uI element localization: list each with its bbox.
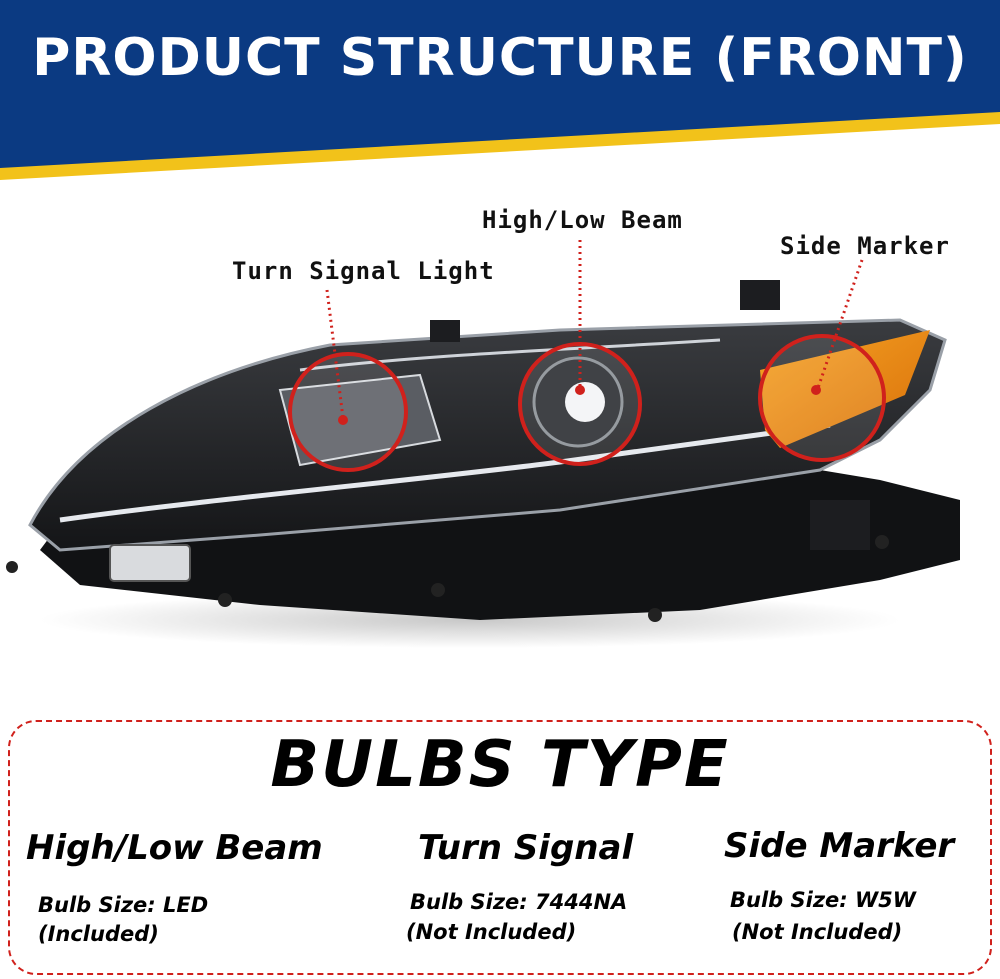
bulbs-type-title: BULBS TYPE xyxy=(270,728,730,802)
bulbs-type-panel xyxy=(8,720,992,975)
bulb-high-low-beam-title: High/Low Beam xyxy=(26,828,323,868)
callout-high-low-beam: High/Low Beam xyxy=(482,206,683,234)
bulb-side-marker-size: Bulb Size: W5W xyxy=(730,888,916,912)
bulb-side-marker-title: Side Marker xyxy=(724,826,955,866)
bulb-turn-signal-title: Turn Signal xyxy=(418,828,634,868)
bulb-side-marker-note: (Not Included) xyxy=(732,920,903,944)
bulb-turn-signal-size: Bulb Size: 7444NA xyxy=(410,890,628,914)
bulb-high-low-beam-note: (Included) xyxy=(38,922,159,946)
page-title: PRODUCT STRUCTURE (FRONT) xyxy=(32,28,968,88)
callout-side-marker: Side Marker xyxy=(780,232,950,260)
bulb-turn-signal-note: (Not Included) xyxy=(406,920,577,944)
header-banner xyxy=(0,0,1000,180)
bulb-high-low-beam-size: Bulb Size: LED xyxy=(38,893,209,917)
callout-turn-signal: Turn Signal Light xyxy=(232,257,495,285)
headlight-illustration xyxy=(6,240,960,648)
